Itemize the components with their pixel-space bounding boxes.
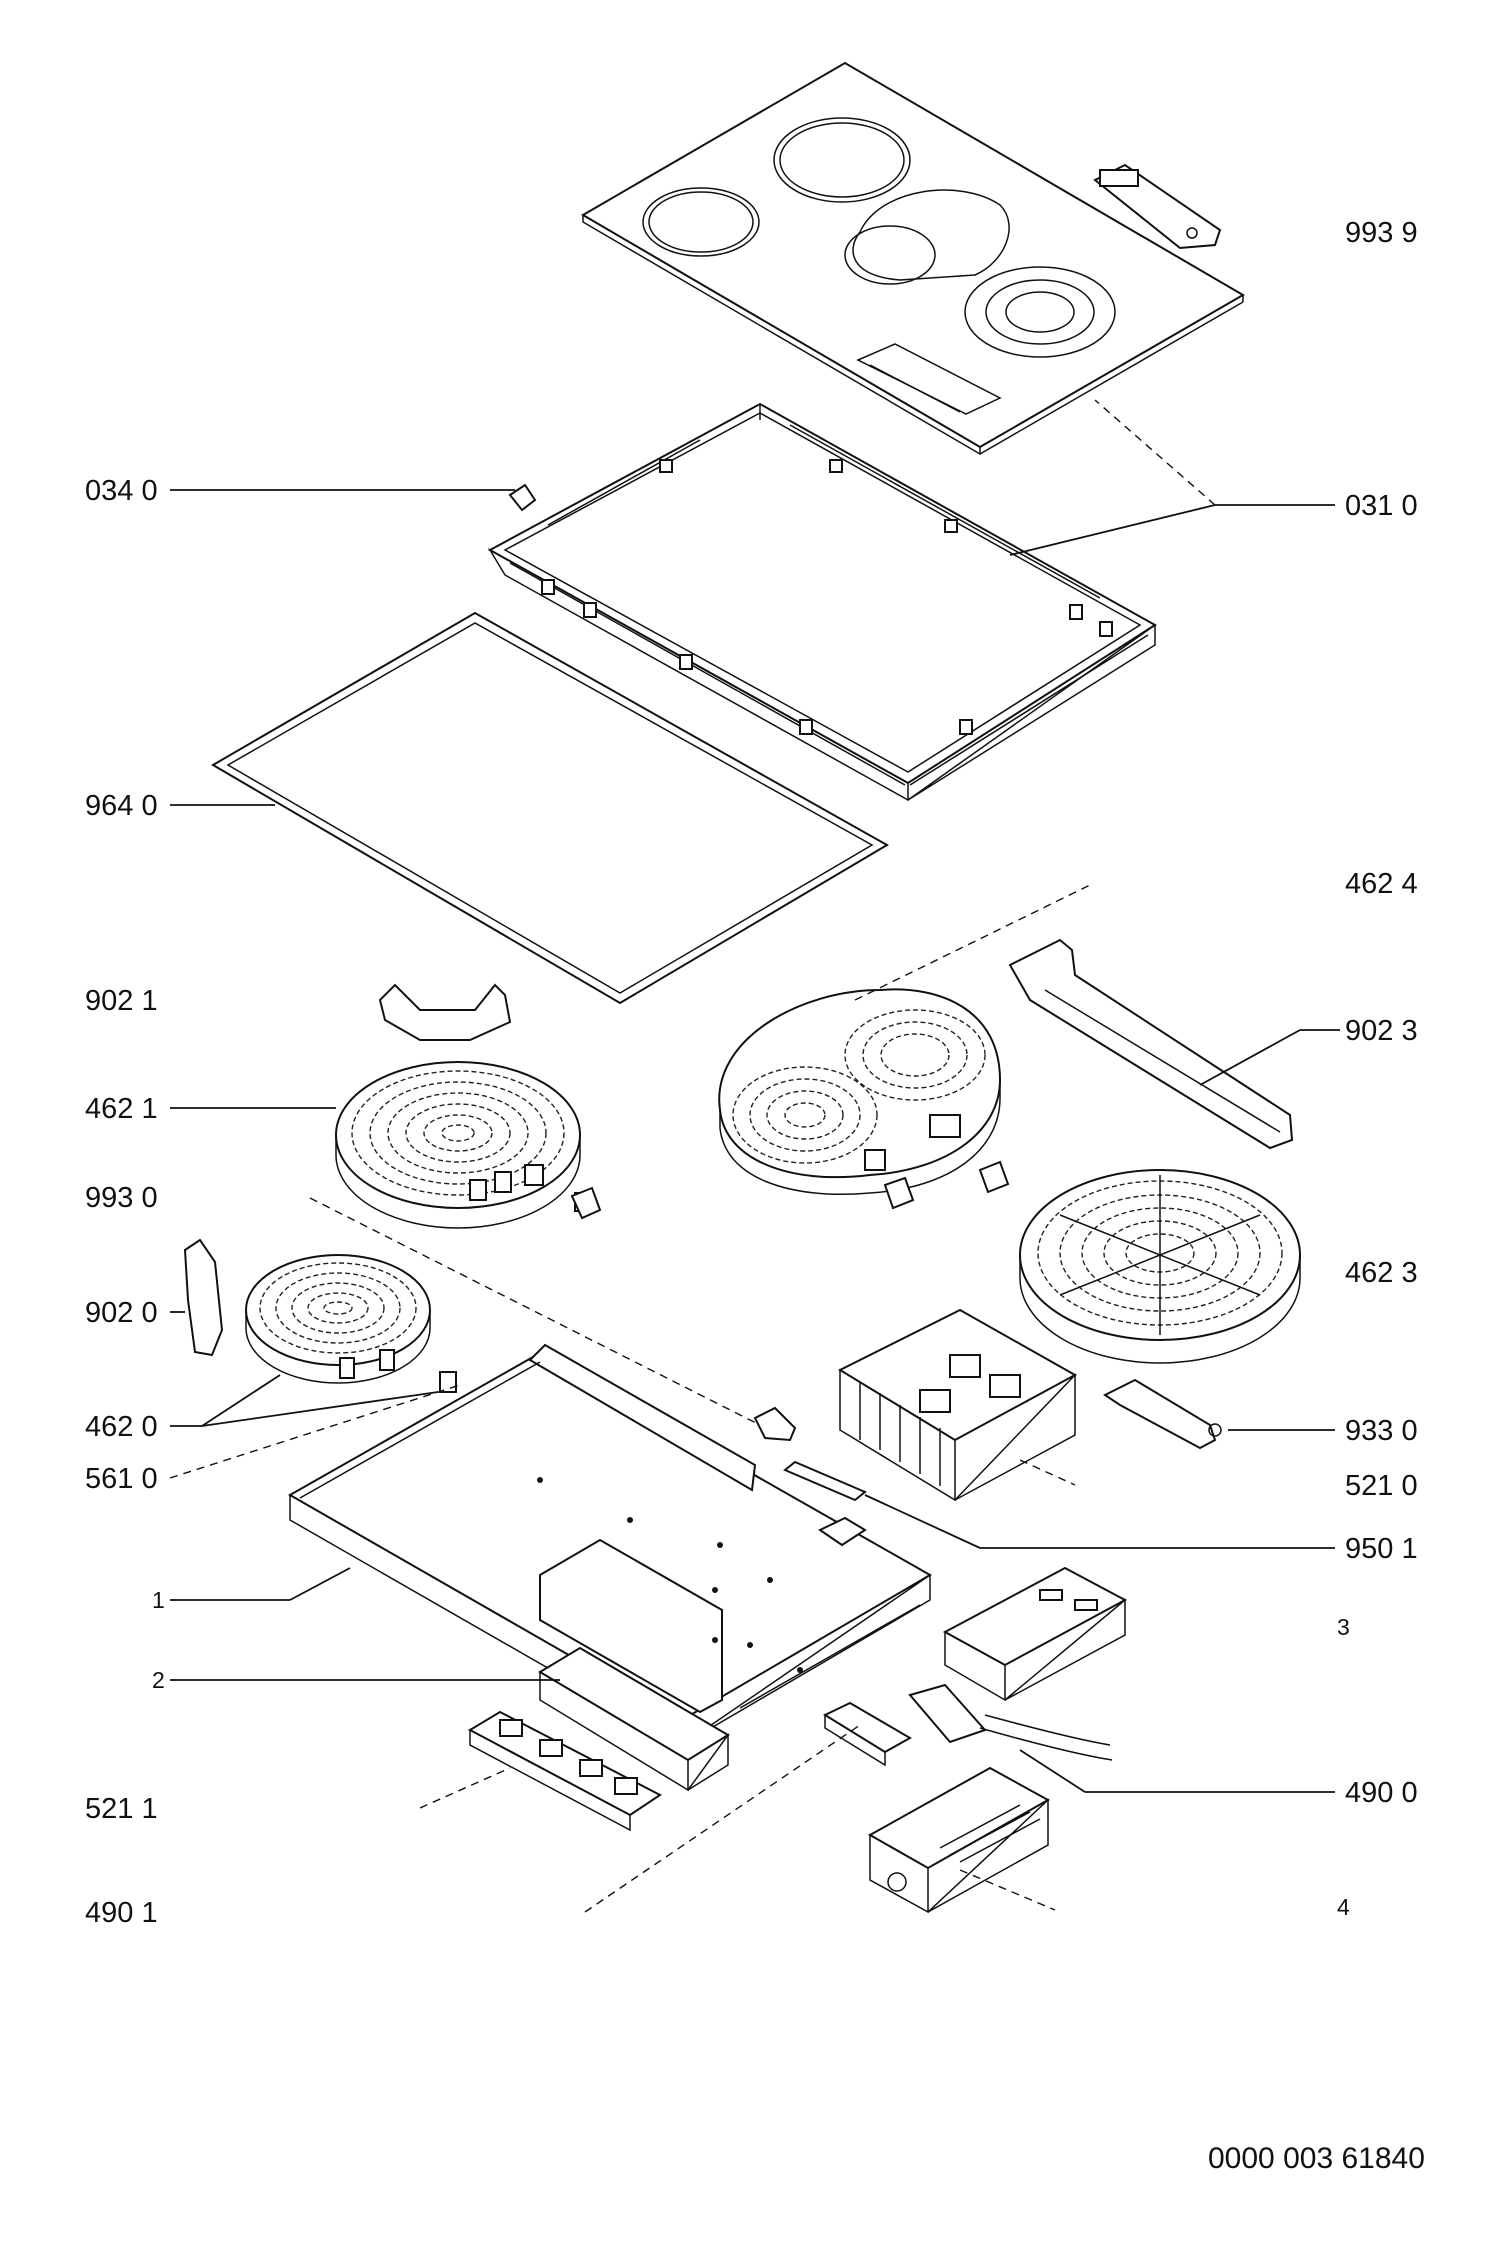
frame-clip xyxy=(508,483,537,512)
label-462-0: 462 0 xyxy=(85,1411,158,1443)
bracket-902-0 xyxy=(183,1238,224,1357)
base-tray xyxy=(287,1343,933,1747)
label-490-0: 490 0 xyxy=(1345,1777,1418,1809)
label-2: 2 xyxy=(152,1667,165,1693)
temperature-limiter-bracket xyxy=(1093,163,1222,250)
housing-box-4 xyxy=(867,1766,1051,1914)
document-code: 0000 003 61840 xyxy=(1208,2142,1425,2175)
gasket-seal xyxy=(211,611,889,1005)
label-462-1: 462 1 xyxy=(85,1093,158,1125)
cooktop-frame xyxy=(487,402,1157,802)
label-902-0: 902 0 xyxy=(85,1297,158,1329)
label-993-9: 993 9 xyxy=(1345,217,1418,249)
radiant-heater-462-4 xyxy=(718,988,1002,1196)
leader-lines xyxy=(169,399,1340,1913)
bracket-902-3 xyxy=(1008,938,1294,1150)
label-1: 1 xyxy=(152,1587,165,1613)
label-031-0: 031 0 xyxy=(1345,490,1418,522)
label-933-0: 933 0 xyxy=(1345,1415,1418,1447)
radiant-heater-462-1 xyxy=(335,1061,594,1229)
part-labels: 993 9 034 0 031 0 964 0 462 4 902 1 902 … xyxy=(85,217,1425,2175)
label-3: 3 xyxy=(1337,1614,1350,1640)
housing-box-2 xyxy=(538,1646,730,1792)
label-902-3: 902 3 xyxy=(1345,1015,1418,1047)
terminal-box-3 xyxy=(942,1566,1128,1702)
label-964-0: 964 0 xyxy=(85,790,158,822)
mounting-clip xyxy=(753,1406,797,1442)
label-950-1: 950 1 xyxy=(1345,1533,1418,1565)
switch-block-521-1 xyxy=(467,1710,662,1832)
ceramic-glass-top xyxy=(581,61,1245,456)
cable-clamp-490-0 xyxy=(908,1683,1113,1761)
label-462-3: 462 3 xyxy=(1345,1257,1418,1289)
label-490-1: 490 1 xyxy=(85,1897,158,1929)
label-521-1: 521 1 xyxy=(85,1793,158,1825)
connector-490-1 xyxy=(822,1701,913,1767)
label-462-4: 462 4 xyxy=(1345,868,1418,900)
radiant-heater-462-0 xyxy=(245,1254,457,1393)
cover-strip-950-1 xyxy=(783,1460,867,1502)
control-relay-module xyxy=(837,1308,1078,1502)
label-993-0: 993 0 xyxy=(85,1182,158,1214)
label-521-0: 521 0 xyxy=(1345,1470,1418,1502)
radiant-heater-462-3 xyxy=(1019,1169,1301,1364)
label-561-0: 561 0 xyxy=(85,1463,158,1495)
bracket-902-1 xyxy=(378,983,512,1041)
label-4: 4 xyxy=(1337,1894,1350,1920)
limiter-sensor-933-0 xyxy=(1103,1378,1222,1450)
terminal-clip-a xyxy=(570,1160,1010,1220)
label-902-1: 902 1 xyxy=(85,985,158,1017)
label-034-0: 034 0 xyxy=(85,475,158,507)
